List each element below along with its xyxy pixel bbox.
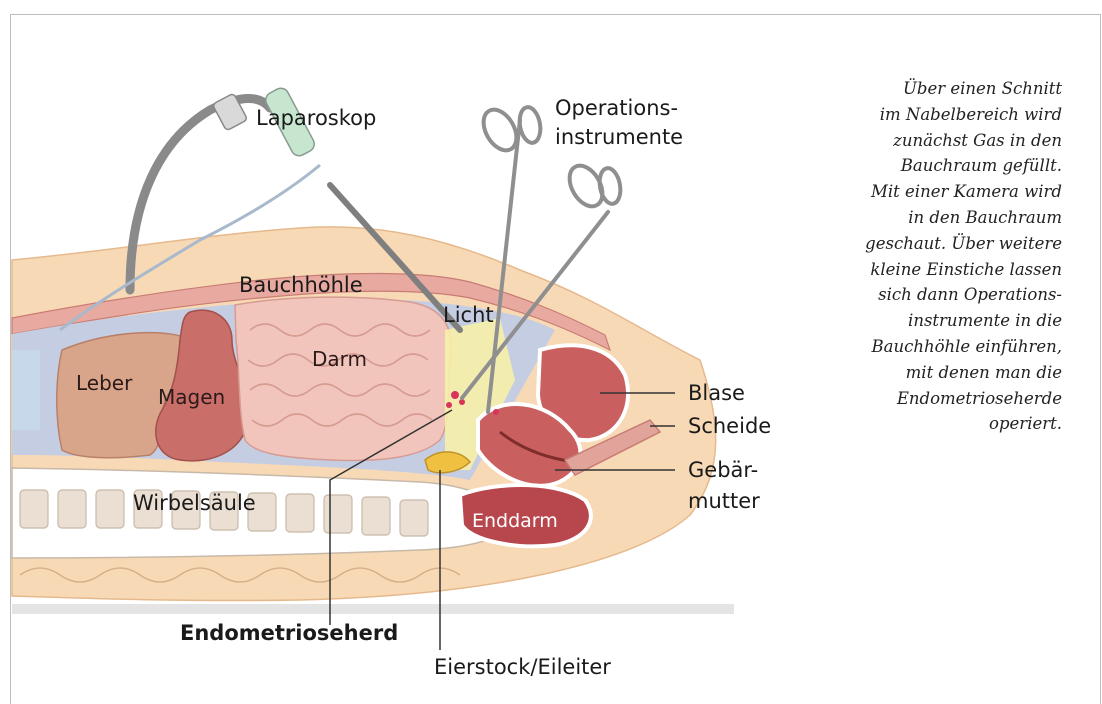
left-edge-organ: [12, 350, 40, 430]
label-wirbelsaeule: Wirbelsäule: [133, 491, 256, 515]
label-eierstock: Eierstock/Eileiter: [434, 655, 611, 679]
caption-text: Über einen Schnitt im Nabelbereich wird …: [812, 76, 1062, 437]
table-surface: [12, 604, 734, 614]
label-scheide: Scheide: [688, 414, 771, 438]
caption-line: operiert.: [812, 411, 1062, 437]
caption-line: Bauchraum gefüllt.: [812, 153, 1062, 179]
label-operations-line1: Operations-: [555, 96, 678, 120]
caption-line: Mit einer Kamera wird: [812, 179, 1062, 205]
caption-line: geschaut. Über weitere: [812, 231, 1062, 257]
caption-line: in den Bauchraum: [812, 205, 1062, 231]
label-leber: Leber: [76, 371, 133, 395]
caption-line: sich dann Operations-: [812, 282, 1062, 308]
label-endometrioseherd: Endometrioseherd: [180, 621, 398, 645]
label-enddarm: Enddarm: [472, 510, 558, 532]
label-darm: Darm: [312, 347, 367, 371]
label-gebaer-line2: mutter: [688, 489, 760, 513]
label-laparoskop: Laparoskop: [256, 106, 376, 130]
label-operations-line2: instrumente: [555, 125, 683, 149]
label-bauchhoehle: Bauchhöhle: [239, 273, 363, 297]
caption-line: instrumente in die: [812, 308, 1062, 334]
label-magen: Magen: [158, 385, 225, 409]
caption-line: zunächst Gas in den: [812, 128, 1062, 154]
caption-line: Endometrioseherde: [812, 386, 1062, 412]
caption-line: im Nabelbereich wird: [812, 102, 1062, 128]
caption-line: kleine Einstiche lassen: [812, 257, 1062, 283]
caption-line: mit denen man die: [812, 360, 1062, 386]
label-gebaer-line1: Gebär-: [688, 458, 758, 482]
caption-line: Bauchhöhle einführen,: [812, 334, 1062, 360]
intestine: [235, 297, 451, 460]
label-licht: Licht: [443, 303, 494, 327]
caption-line: Über einen Schnitt: [812, 76, 1062, 102]
label-blase: Blase: [688, 381, 745, 405]
